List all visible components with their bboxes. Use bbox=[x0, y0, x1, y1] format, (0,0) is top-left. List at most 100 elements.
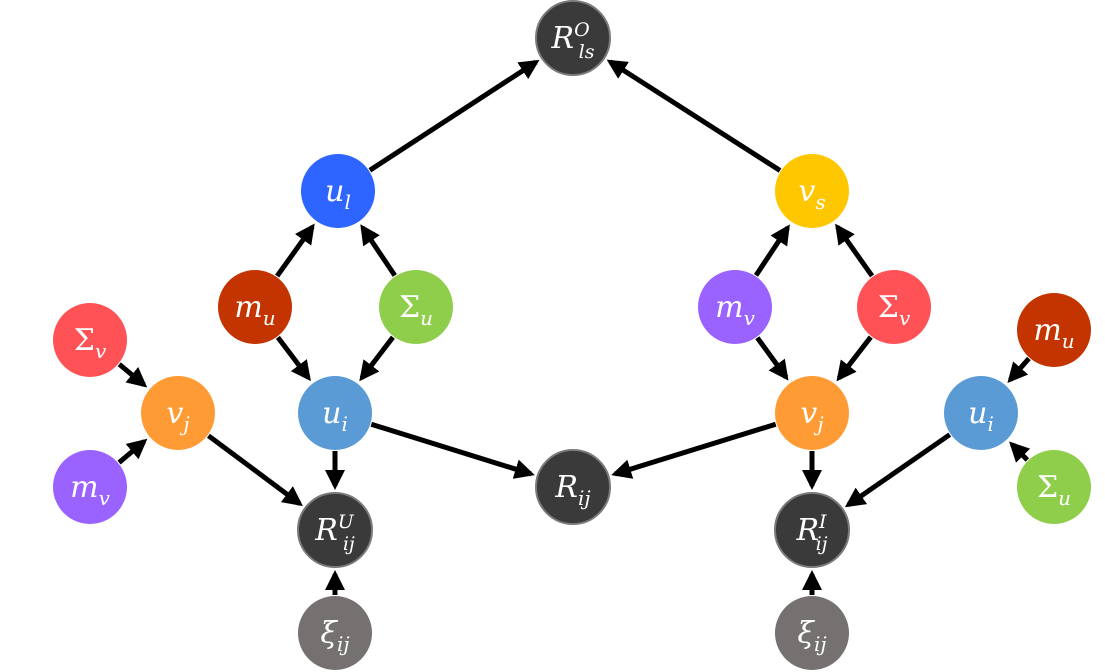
node-subscript: u bbox=[1058, 486, 1071, 510]
edge-u_l-to-R_ls_O bbox=[368, 59, 540, 173]
node-xi_right: ξij bbox=[775, 596, 849, 670]
node-superscript: I bbox=[818, 511, 827, 533]
node-symbol: R bbox=[314, 513, 338, 548]
edge-Sigma_v_far_left-to-v_j_far_left bbox=[117, 362, 148, 388]
node-symbol: Σ bbox=[878, 290, 899, 325]
node-symbol: v bbox=[800, 396, 817, 431]
node-subscript: s bbox=[815, 190, 825, 214]
node-xi_left: ξij bbox=[298, 596, 372, 670]
node-subscript: j bbox=[813, 412, 823, 436]
node-circle-Sigma_v_far_left bbox=[53, 303, 127, 377]
node-label-xi_right: ξij bbox=[797, 616, 826, 656]
node-u_i_far_right: ui bbox=[944, 376, 1018, 450]
node-u_i_center: ui bbox=[298, 376, 372, 450]
node-subscript: v bbox=[99, 486, 111, 510]
node-circle-u_i_center bbox=[298, 376, 372, 450]
edge-Sigma_u_left-to-u_l bbox=[360, 224, 397, 277]
node-m_u_far_right: mu bbox=[1017, 293, 1091, 367]
node-subscript: u bbox=[1062, 329, 1075, 353]
node-circle-u_l bbox=[301, 154, 375, 228]
node-Sigma_u_far_right: Σu bbox=[1017, 450, 1091, 524]
node-Sigma_v_far_left: Σv bbox=[53, 303, 127, 377]
node-label-m_u_left: mu bbox=[234, 290, 275, 330]
node-v_s: vs bbox=[775, 154, 849, 228]
node-subscript: v bbox=[744, 306, 756, 330]
node-subscript: j bbox=[179, 412, 189, 436]
node-symbol: v bbox=[798, 174, 815, 209]
node-m_u_left: mu bbox=[218, 270, 292, 344]
node-label-Sigma_v_right: Σv bbox=[878, 290, 911, 330]
edge-m_v_right-to-v_s bbox=[753, 224, 790, 277]
node-circle-v_j_center bbox=[775, 376, 849, 450]
node-circle-Sigma_u_far_right bbox=[1017, 450, 1091, 524]
edge-v_j_center-to-R_ij bbox=[611, 421, 777, 479]
node-circle-Sigma_v_right bbox=[857, 270, 931, 344]
node-subscript: i bbox=[341, 412, 347, 436]
node-subscript: ls bbox=[579, 41, 595, 63]
node-subscript: ij bbox=[578, 486, 591, 510]
node-label-Sigma_v_far_left: Σv bbox=[74, 323, 107, 363]
node-symbol: v bbox=[166, 396, 183, 431]
node-symbol: R bbox=[554, 470, 578, 505]
node-circle-u_i_far_right bbox=[944, 376, 1018, 450]
node-circle-R_ls_O bbox=[535, 0, 611, 76]
node-label-v_j_far_left: vj bbox=[166, 396, 189, 436]
node-symbol: m bbox=[715, 290, 743, 325]
edge-v_s-to-R_ls_O bbox=[606, 59, 782, 173]
node-symbol: u bbox=[968, 396, 987, 431]
node-label-Sigma_u_left: Σu bbox=[399, 290, 433, 330]
node-symbol: ξ bbox=[320, 616, 338, 651]
edge-Sigma_u_left-to-u_i_center bbox=[359, 335, 395, 382]
node-circle-Sigma_u_left bbox=[379, 270, 453, 344]
node-circle-v_j_far_left bbox=[141, 376, 215, 450]
node-m_v_far_left: mv bbox=[53, 450, 127, 524]
edge-u_i_far_right-to-R_ij_I bbox=[844, 432, 952, 508]
node-u_l: ul bbox=[301, 154, 375, 228]
edge-m_v_far_left-to-v_j_far_left bbox=[117, 438, 148, 465]
edge-m_u_left-to-u_l bbox=[275, 223, 315, 278]
node-symbol: m bbox=[234, 290, 262, 325]
node-subscript: u bbox=[420, 306, 433, 330]
node-circle-v_s bbox=[775, 154, 849, 228]
node-label-xi_left: ξij bbox=[320, 616, 349, 656]
node-label-u_l: ul bbox=[325, 174, 351, 214]
node-subscript: v bbox=[899, 306, 911, 330]
edge-Sigma_v_right-to-v_j_center bbox=[836, 335, 873, 382]
edge-m_u_left-to-u_i_center bbox=[275, 335, 311, 382]
node-label-m_v_far_left: mv bbox=[70, 470, 110, 510]
node-label-v_s: vs bbox=[798, 174, 825, 214]
node-symbol: m bbox=[1033, 313, 1061, 348]
node-circle-R_ij_U bbox=[297, 492, 373, 568]
edge-v_j_far_left-to-R_ij_U bbox=[206, 433, 303, 507]
node-Sigma_v_right: Σv bbox=[857, 270, 931, 344]
node-circle-xi_right bbox=[775, 596, 849, 670]
node-symbol: Σ bbox=[74, 323, 95, 358]
node-subscript: u bbox=[263, 306, 276, 330]
node-label-Sigma_u_far_right: Σu bbox=[1037, 470, 1071, 510]
node-superscript: U bbox=[338, 511, 355, 533]
node-label-R_ij: Rij bbox=[554, 470, 590, 510]
node-m_v_right: mv bbox=[698, 270, 772, 344]
node-circle-m_u_far_right bbox=[1017, 293, 1091, 367]
edge-m_v_right-to-v_j_center bbox=[755, 336, 789, 381]
edge-m_u_far_right-to-u_i_far_right bbox=[1007, 356, 1031, 383]
node-label-m_u_far_right: mu bbox=[1033, 313, 1074, 353]
node-label-u_i_far_right: ui bbox=[968, 396, 994, 436]
node-Sigma_u_left: Σu bbox=[379, 270, 453, 344]
node-circle-m_v_far_left bbox=[53, 450, 127, 524]
node-subscript: ij bbox=[814, 632, 827, 656]
node-symbol: R bbox=[551, 21, 575, 56]
node-v_j_far_left: vj bbox=[141, 376, 215, 450]
node-superscript: O bbox=[574, 19, 590, 41]
node-subscript: i bbox=[987, 412, 993, 436]
node-circle-m_u_left bbox=[218, 270, 292, 344]
node-v_j_center: vj bbox=[775, 376, 849, 450]
node-symbol: Σ bbox=[1037, 470, 1058, 505]
